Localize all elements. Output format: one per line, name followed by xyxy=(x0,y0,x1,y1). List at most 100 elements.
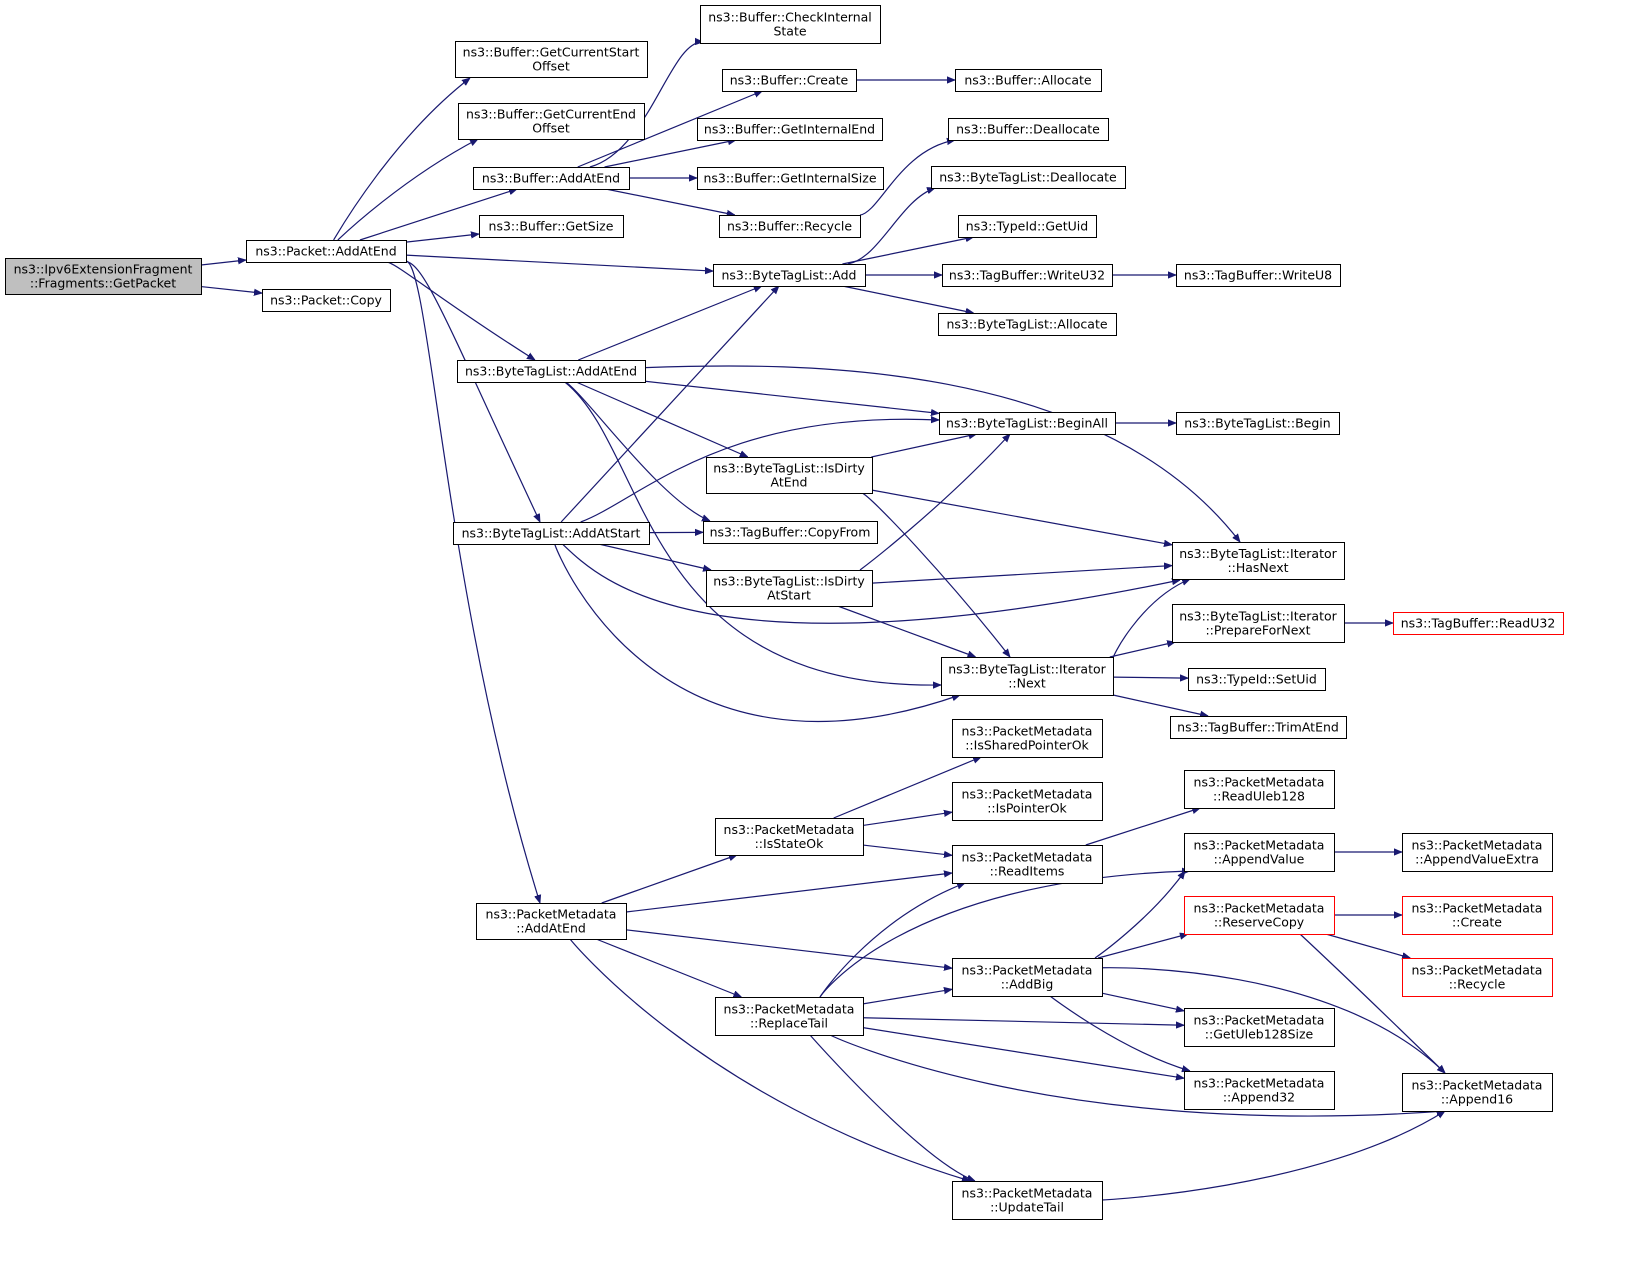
node-pm-ispointerok[interactable]: ns3::PacketMetadata::IsPointerOk xyxy=(952,782,1103,821)
node-label-line: ns3::ByteTagList::Allocate xyxy=(946,317,1107,332)
node-btl-addatend[interactable]: ns3::ByteTagList::AddAtEnd xyxy=(457,360,646,383)
node-buf-create[interactable]: ns3::Buffer::Create xyxy=(722,69,857,92)
node-box xyxy=(1402,958,1553,997)
node-box xyxy=(706,570,873,607)
edge-btl_addatstart-to-btl_isdirtyatstart xyxy=(598,543,712,570)
node-box xyxy=(952,958,1103,997)
node-btl-allocate[interactable]: ns3::ByteTagList::Allocate xyxy=(938,313,1117,336)
edge-btl_add-to-btl_deallocate xyxy=(847,188,935,265)
node-tb-readu32[interactable]: ns3::TagBuffer::ReadU32 xyxy=(1393,612,1564,635)
node-pm-addbig[interactable]: ns3::PacketMetadata::AddBig xyxy=(952,958,1103,997)
node-pm-recycle[interactable]: ns3::PacketMetadata::Recycle xyxy=(1402,958,1553,997)
node-box xyxy=(479,215,624,238)
node-label-line: ns3::Buffer::Deallocate xyxy=(956,122,1100,137)
node-packet-addatend[interactable]: ns3::Packet::AddAtEnd xyxy=(246,240,407,263)
node-label-line: ns3::TagBuffer::TrimAtEnd xyxy=(1177,720,1339,735)
node-btl-iter-hasnext[interactable]: ns3::ByteTagList::Iterator::HasNext xyxy=(1172,542,1345,580)
edge-pm_addatend-to-pm_isstateok xyxy=(601,855,737,904)
node-pm-getuleb128size[interactable]: ns3::PacketMetadata::GetUleb128Size xyxy=(1184,1008,1335,1047)
node-box xyxy=(1188,668,1326,691)
node-tb-copyfrom[interactable]: ns3::TagBuffer::CopyFrom xyxy=(703,521,878,544)
node-buf-addatend[interactable]: ns3::Buffer::AddAtEnd xyxy=(473,167,630,190)
node-pm-append32[interactable]: ns3::PacketMetadata::Append32 xyxy=(1184,1071,1335,1110)
nodes: ns3::Ipv6ExtensionFragment::Fragments::G… xyxy=(5,5,1564,1220)
node-label-line: ns3::PacketMetadata xyxy=(724,1002,855,1017)
node-buf-getinternalend[interactable]: ns3::Buffer::GetInternalEnd xyxy=(697,118,883,141)
node-btl-iter-preparefornext[interactable]: ns3::ByteTagList::Iterator::PrepareForNe… xyxy=(1172,604,1345,643)
edge-btl_addatstart-to-btl_beginall xyxy=(580,419,939,523)
node-buf-getsize[interactable]: ns3::Buffer::GetSize xyxy=(479,215,624,238)
node-box xyxy=(458,103,645,140)
node-label-line: ns3::PacketMetadata xyxy=(962,787,1093,802)
node-buf-getinternalsize[interactable]: ns3::Buffer::GetInternalSize xyxy=(697,167,884,190)
node-btl-iter-next[interactable]: ns3::ByteTagList::Iterator::Next xyxy=(941,657,1114,696)
node-box xyxy=(715,997,864,1036)
node-label-line: ::IsPointerOk xyxy=(987,801,1067,816)
edge-packet_addatend-to-buf_getsize xyxy=(405,234,479,243)
node-tb-writeu32[interactable]: ns3::TagBuffer::WriteU32 xyxy=(942,264,1113,287)
node-box xyxy=(952,719,1103,758)
node-btl-begin[interactable]: ns3::ByteTagList::Begin xyxy=(1176,412,1340,435)
edge-pm_addatend-to-pm_addbig xyxy=(625,929,952,968)
edge-root-to-packet_addatend xyxy=(200,260,246,266)
node-typeid-getuid[interactable]: ns3::TypeId::GetUid xyxy=(958,215,1097,238)
node-pm-isstateok[interactable]: ns3::PacketMetadata::IsStateOk xyxy=(715,818,864,856)
edge-pm_updatetail-to-pm_append16 xyxy=(1101,1111,1445,1201)
node-btl-deallocate[interactable]: ns3::ByteTagList::Deallocate xyxy=(931,166,1126,189)
node-box xyxy=(1170,716,1347,739)
node-label-line: ns3::ByteTagList::AddAtEnd xyxy=(465,364,637,379)
node-box xyxy=(948,118,1109,141)
node-label-line: ns3::ByteTagList::Iterator xyxy=(948,662,1106,677)
node-label-line: ::AddBig xyxy=(1001,977,1054,992)
node-box xyxy=(942,264,1113,287)
node-pm-readitems[interactable]: ns3::PacketMetadata::ReadItems xyxy=(952,845,1103,884)
edge-packet_addatend-to-buf_getcurrentend xyxy=(337,138,478,241)
edge-pm_addatend-to-pm_readitems xyxy=(625,873,952,913)
node-pm-append16[interactable]: ns3::PacketMetadata::Append16 xyxy=(1402,1073,1553,1112)
node-pm-readuleb128[interactable]: ns3::PacketMetadata::ReadUleb128 xyxy=(1184,770,1335,809)
node-pm-addatend[interactable]: ns3::PacketMetadata::AddAtEnd xyxy=(476,903,627,940)
node-root[interactable]: ns3::Ipv6ExtensionFragment::Fragments::G… xyxy=(5,258,202,295)
node-buf-recycle[interactable]: ns3::Buffer::Recycle xyxy=(719,215,861,238)
node-packet-copy[interactable]: ns3::Packet::Copy xyxy=(262,289,391,312)
edge-packet_addatend-to-pm_addatend xyxy=(405,260,540,903)
node-buf-deallocate[interactable]: ns3::Buffer::Deallocate xyxy=(948,118,1109,141)
node-label-line: ns3::Buffer::CheckInternal xyxy=(708,10,872,25)
node-label-line: ns3::ByteTagList::BeginAll xyxy=(946,416,1108,431)
edge-pm_reservecopy-to-pm_recycle xyxy=(1325,933,1410,958)
node-label-line: ns3::Buffer::GetCurrentEnd xyxy=(466,107,636,122)
edge-packet_addatend-to-buf_addatend xyxy=(359,189,517,241)
node-btl-beginall[interactable]: ns3::ByteTagList::BeginAll xyxy=(939,412,1116,435)
node-pm-replacetail[interactable]: ns3::PacketMetadata::ReplaceTail xyxy=(715,997,864,1036)
node-pm-appendvalueextra[interactable]: ns3::PacketMetadata::AppendValueExtra xyxy=(1402,833,1553,872)
node-label-line: ns3::PacketMetadata xyxy=(1194,775,1325,790)
node-buf-allocate[interactable]: ns3::Buffer::Allocate xyxy=(955,69,1102,92)
node-label-line: ns3::TagBuffer::WriteU8 xyxy=(1184,268,1332,283)
edge-pm_replacetail-to-pm_getuleb128size xyxy=(862,1017,1184,1026)
node-box xyxy=(1402,833,1553,872)
node-pm-issharedpointerok[interactable]: ns3::PacketMetadata::IsSharedPointerOk xyxy=(952,719,1103,758)
node-box xyxy=(1172,604,1345,643)
node-label-line: ::AppendValue xyxy=(1214,852,1305,867)
node-tb-trimatend[interactable]: ns3::TagBuffer::TrimAtEnd xyxy=(1170,716,1347,739)
edge-pm_addatend-to-pm_updatetail xyxy=(569,938,970,1181)
edge-pm_addbig-to-pm_append16 xyxy=(1101,967,1445,1073)
node-pm-create[interactable]: ns3::PacketMetadata::Create xyxy=(1402,896,1553,935)
node-box xyxy=(453,522,650,545)
node-pm-updatetail[interactable]: ns3::PacketMetadata::UpdateTail xyxy=(952,1181,1103,1220)
node-pm-appendvalue[interactable]: ns3::PacketMetadata::AppendValue xyxy=(1184,833,1335,872)
node-label-line: ns3::PacketMetadata xyxy=(962,963,1093,978)
node-label-line: ::ReadItems xyxy=(990,864,1065,879)
node-pm-reservecopy[interactable]: ns3::PacketMetadata::ReserveCopy xyxy=(1184,896,1335,935)
node-btl-addatstart[interactable]: ns3::ByteTagList::AddAtStart xyxy=(453,522,650,545)
node-tb-writeu8[interactable]: ns3::TagBuffer::WriteU8 xyxy=(1176,264,1341,287)
edge-btl_iter_next-to-typeid_setuid xyxy=(1112,677,1188,678)
node-typeid-setuid[interactable]: ns3::TypeId::SetUid xyxy=(1188,668,1326,691)
node-btl-add[interactable]: ns3::ByteTagList::Add xyxy=(713,264,866,287)
node-label-line: ns3::PacketMetadata xyxy=(1194,1013,1325,1028)
